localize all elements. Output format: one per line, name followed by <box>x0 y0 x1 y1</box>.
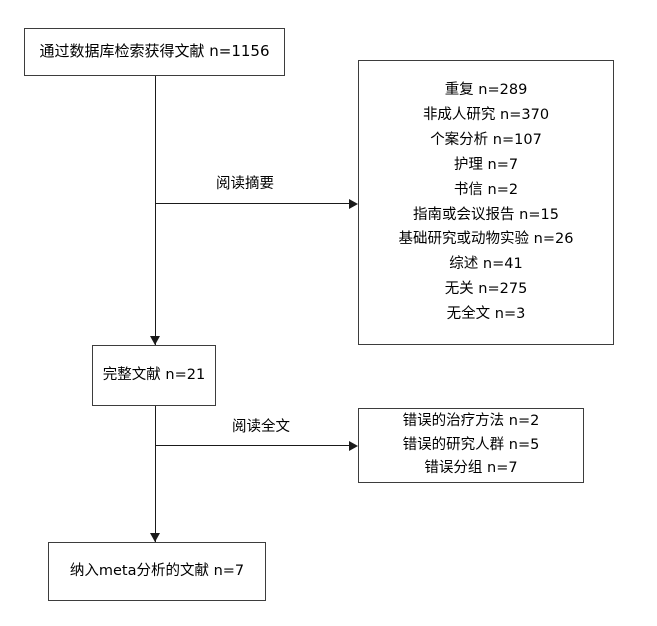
box-full-text-assessed-text: 完整文献 n=21 <box>102 366 206 383</box>
excluded-abstract-line: 基础研究或动物实验 n=26 <box>398 231 574 248</box>
box-studies-included: 纳入meta分析的文献 n=7 <box>48 542 266 601</box>
box-studies-included-text: 纳入meta分析的文献 n=7 <box>69 562 245 579</box>
excluded-abstract-line: 非成人研究 n=370 <box>422 106 550 123</box>
excluded-fulltext-line: 错误的研究人群 n=5 <box>402 436 540 453</box>
edge-label-read-abstract: 阅读摘要 <box>216 176 274 192</box>
excluded-abstract-line: 无全文 n=3 <box>446 306 526 323</box>
arrowhead-into-fulltext <box>150 336 160 345</box>
arrowhead-into-included <box>150 533 160 542</box>
connector-to-excluded-abstract <box>155 203 349 204</box>
excluded-abstract-line: 重复 n=289 <box>444 81 528 98</box>
excluded-abstract-line: 书信 n=2 <box>453 181 519 198</box>
arrowhead-into-excluded-fulltext <box>349 440 358 451</box>
connector-search-to-fulltext <box>155 76 156 345</box>
box-excluded-after-fulltext: 错误的治疗方法 n=2 错误的研究人群 n=5 错误分组 n=7 <box>358 408 584 483</box>
excluded-abstract-line: 指南或会议报告 n=15 <box>413 206 559 223</box>
box-excluded-after-abstract: 重复 n=289 非成人研究 n=370 个案分析 n=107 护理 n=7 书… <box>358 60 614 345</box>
connector-fulltext-to-included <box>155 406 156 542</box>
excluded-abstract-line: 个案分析 n=107 <box>430 131 542 148</box>
connector-to-excluded-fulltext <box>155 445 349 446</box>
box-full-text-assessed: 完整文献 n=21 <box>92 345 216 406</box>
edge-label-read-fulltext: 阅读全文 <box>232 419 290 435</box>
box-records-identified: 通过数据库检索获得文献 n=1156 <box>24 28 285 76</box>
arrowhead-into-excluded-abstract <box>349 198 358 209</box>
box-records-identified-text: 通过数据库检索获得文献 n=1156 <box>39 42 270 61</box>
excluded-abstract-line: 综述 n=41 <box>449 256 523 273</box>
excluded-fulltext-line: 错误的治疗方法 n=2 <box>402 413 540 430</box>
excluded-abstract-line: 无关 n=275 <box>444 281 528 298</box>
excluded-fulltext-line: 错误分组 n=7 <box>424 460 518 477</box>
excluded-abstract-line: 护理 n=7 <box>453 156 519 173</box>
